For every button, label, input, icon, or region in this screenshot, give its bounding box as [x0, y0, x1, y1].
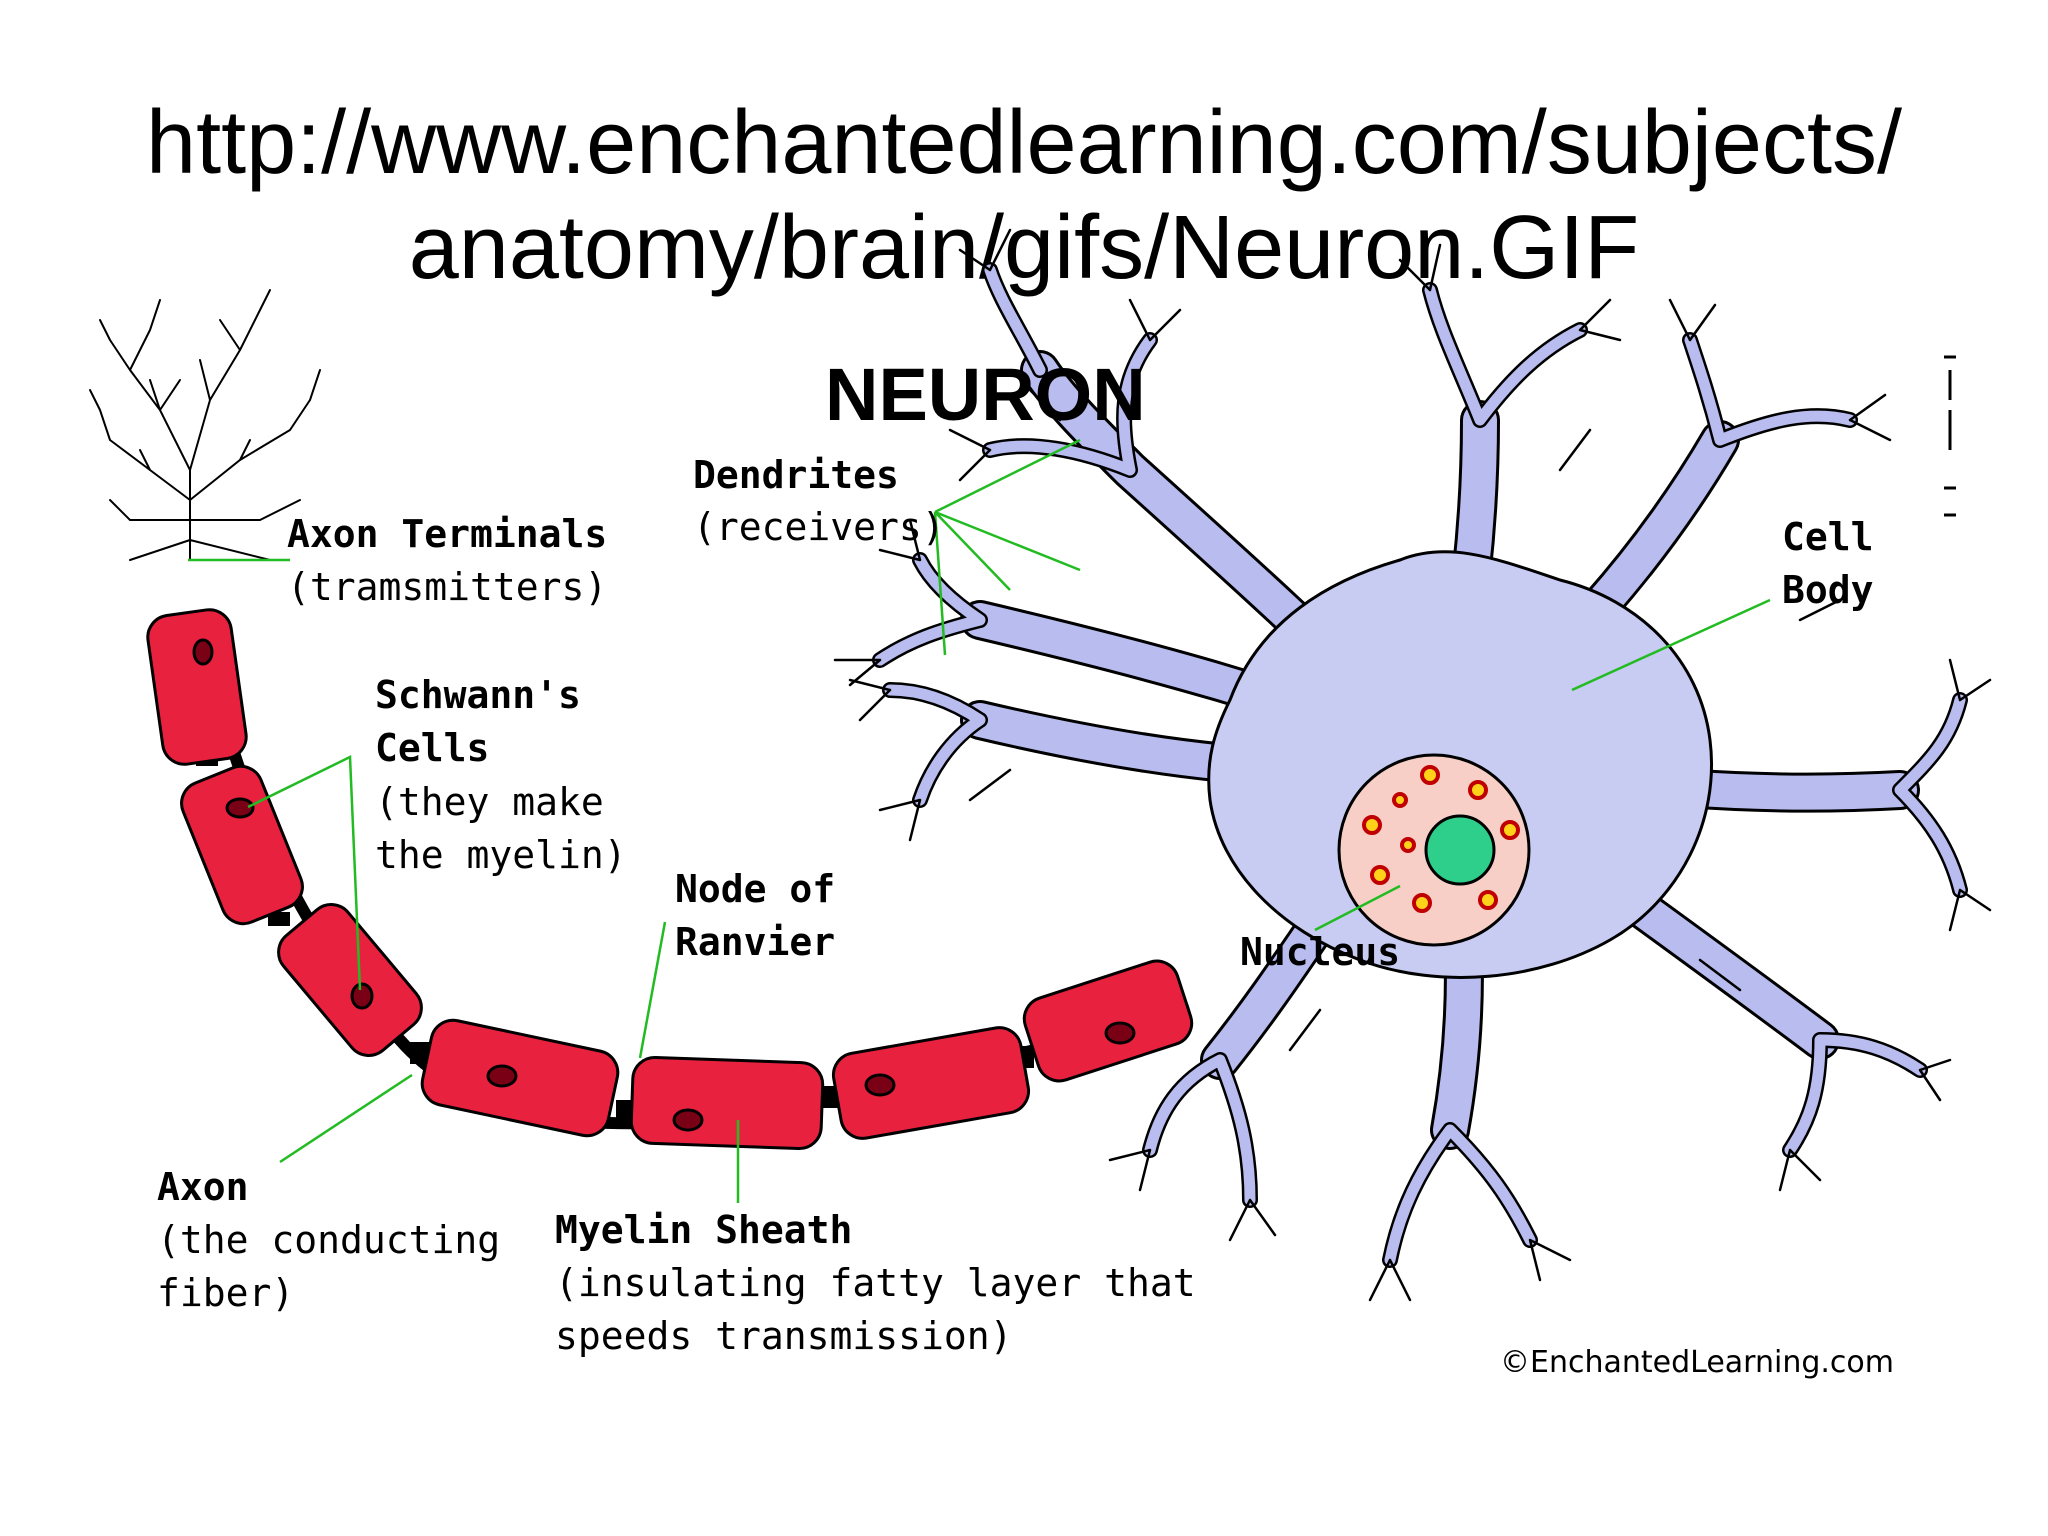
axon-terminals-desc: (tramsmitters)	[287, 565, 607, 609]
myelin-sheath-desc-line-2: speeds transmission)	[555, 1314, 1013, 1358]
myelin-segment-6	[831, 1026, 1031, 1140]
myelin-segment-1	[146, 608, 248, 766]
edge-marks	[1944, 355, 1956, 517]
node-of-ranvier-label-line-2: Ranvier	[675, 920, 835, 964]
myelin-segment-4	[420, 1018, 620, 1138]
slide-title-line-1: http://www.enchantedlearning.com/subject…	[146, 93, 1902, 193]
slide-title-line-2: anatomy/brain/gifs/Neuron.GIF	[408, 198, 1640, 298]
cell-body-label-line-1: Cell	[1782, 515, 1874, 559]
node-of-ranvier-label-line-1: Node of	[675, 867, 835, 911]
schwanns-cells-desc-line-1: (they make	[375, 780, 604, 824]
myelin-segment-7	[1022, 959, 1194, 1083]
axon-desc-line-1: (the conducting	[157, 1218, 500, 1262]
myelin-segment-5	[629, 1055, 825, 1151]
axon-desc-line-2: fiber)	[157, 1271, 294, 1315]
schwanns-cells-desc-line-2: the myelin)	[375, 833, 627, 877]
myelin-sheath-segments	[146, 608, 1194, 1151]
dendrites-label: Dendrites	[693, 453, 899, 497]
nucleus-label: Nucleus	[1240, 930, 1400, 974]
nucleus	[1337, 753, 1531, 947]
axon	[146, 608, 1194, 1151]
cell-body-label-line-2: Body	[1782, 568, 1874, 612]
myelin-segment-2	[180, 764, 304, 926]
axon-terminals	[89, 289, 321, 561]
schwann-cell-nuclei	[192, 638, 1136, 1132]
diagram-heading: NEURON	[825, 353, 1146, 436]
myelin-sheath-desc-line-1: (insulating fatty layer that	[555, 1261, 1196, 1305]
copyright-notice: ©EnchantedLearning.com	[1500, 1345, 1894, 1380]
myelin-sheath-label: Myelin Sheath	[555, 1208, 852, 1252]
dendrite-twigs	[833, 228, 1992, 1302]
schwanns-cells-label-line-2: Cells	[375, 726, 489, 770]
dendrites-desc: (receivers)	[693, 505, 945, 549]
axon-terminals-label: Axon Terminals	[287, 512, 607, 556]
axon-label: Axon	[157, 1165, 249, 1209]
schwanns-cells-label-line-1: Schwann's	[375, 673, 581, 717]
leader-lines	[188, 438, 1771, 1203]
nucleus-granules	[1362, 765, 1520, 913]
nucleolus	[1424, 814, 1496, 886]
myelin-segment-3	[277, 903, 423, 1057]
dendrite-branches	[872, 262, 1968, 1268]
